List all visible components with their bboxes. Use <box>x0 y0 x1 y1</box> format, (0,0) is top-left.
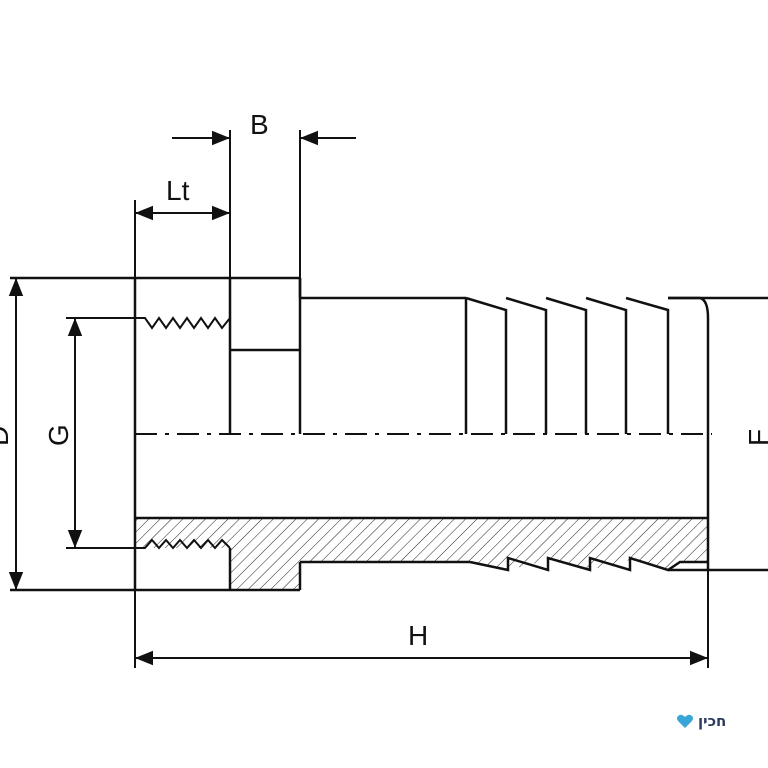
section-hatch <box>135 518 708 590</box>
brand-logo: חכין <box>676 712 726 730</box>
label-lt: Lt <box>166 175 190 206</box>
thread-teeth <box>135 316 231 550</box>
heart-icon <box>677 714 693 728</box>
label-f: F <box>743 429 768 446</box>
label-b: B <box>250 109 269 140</box>
logo-text: חכין <box>698 712 727 730</box>
label-d: D <box>0 426 14 446</box>
dimension-lines <box>8 130 709 668</box>
label-h: H <box>408 620 428 651</box>
fitting-outline <box>10 276 768 592</box>
label-g: G <box>43 424 74 446</box>
